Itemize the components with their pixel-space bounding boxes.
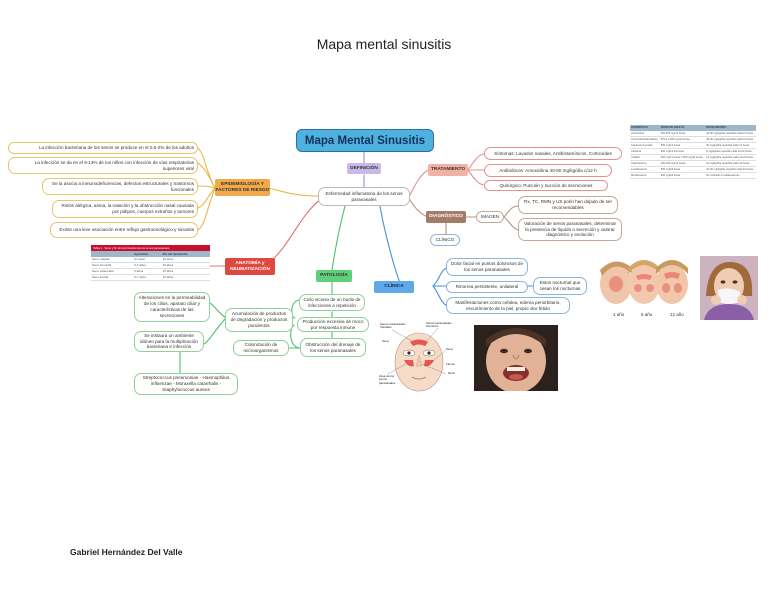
- diagram-label: Senos paranasales inferiores: [426, 322, 452, 329]
- anatomy-table: Aparición Fin del desarrollo Seno maxila…: [91, 251, 210, 281]
- patologia-left-2: Se instaura un ambiente idóneo para la m…: [134, 331, 204, 352]
- patologia-branch-1: Acumulación de productos de degradación …: [225, 308, 293, 332]
- diagram-label: Seno: [382, 339, 390, 343]
- diagram-label: Nariz: [448, 371, 456, 375]
- clinica-item-1: Dolor facial en puntos dolorosos de los …: [446, 258, 528, 276]
- author-name: Gabriel Hernández Del Valle: [70, 547, 183, 557]
- sinus-anatomy-diagram: Senos paranasales frontales Senos parana…: [378, 322, 460, 392]
- tag-epidemiologia: EPIDEMIOLOGÍA Y FACTORES DE RIESGO: [215, 179, 270, 196]
- epi-note-1: La infección bacteriana de los senos se …: [8, 142, 198, 154]
- epi-note-3: Se la asocia a inmunodeficiencias, defec…: [42, 178, 198, 195]
- epi-note-5: Existe una leve asociación entre reflujo…: [50, 222, 198, 238]
- girl-tissue-photo: [700, 256, 758, 320]
- tratamiento-item-3: Quirúrgico: Punción y succión de secreci…: [484, 180, 608, 191]
- central-topic: Mapa Mental Sinusitis: [296, 129, 434, 152]
- antibiotic-table: ANTIBIÓTICO DOSIS DE ADULTO DOSIS INFANT…: [630, 125, 756, 179]
- patologia-item-3: Obstrucción del drenaje de los senos par…: [300, 338, 366, 357]
- tag-tratamiento: TRATAMIENTO: [428, 164, 468, 176]
- patologia-item-1: Ciclo vicioso de un bucle de infecciones…: [299, 294, 365, 311]
- clinica-item-2: Rinorrea persistente, unilateral: [446, 281, 528, 293]
- diagram-label: Seno: [446, 347, 454, 351]
- tag-anatomia: ANATOMÍA y NEUMATIZACIÓN: [225, 258, 275, 275]
- epi-note-4: Rinitis alérgica, asma, la natación y la…: [52, 200, 198, 218]
- definition-text: Enfermedad inflamatoria de los senos par…: [318, 187, 410, 206]
- diagnostico-clinico: CLÍNICO: [430, 234, 460, 246]
- page-title: Mapa mental sinusitis: [316, 36, 452, 52]
- patologia-item-2: Producción excesiva de moco por respuest…: [297, 317, 369, 332]
- child-photo: [474, 325, 558, 391]
- diagram-label: Senos paranasales frontales: [380, 322, 406, 330]
- patologia-left-3: Streptococcus pneumoniae - Haemophilus i…: [134, 373, 238, 395]
- patologia-branch-2: Colonización de microorganismos: [233, 340, 289, 356]
- diagram-label: Flema: [446, 362, 455, 366]
- age-label-3: 12 año: [670, 312, 684, 317]
- tag-definicion: DEFINICIÓN: [347, 163, 381, 174]
- patologia-left-1: Alteraciones en la permeabilidad de los …: [134, 292, 210, 322]
- diagnostico-item-1: Rx, TC, RMN y US porin han dejado de ser…: [518, 196, 618, 214]
- tag-patologia: PATOLOGÍA: [316, 270, 352, 282]
- tratamiento-item-2: Antibióticos: Amoxicilina 40-80 mg/kg/dí…: [484, 164, 612, 177]
- diagnostico-item-2: Valoración de senos paranasales, determi…: [518, 218, 622, 241]
- sinus-faces-photo: [598, 258, 690, 308]
- diagnostico-imagen: IMAGEN: [476, 211, 504, 223]
- tratamiento-item-1: Síntomas: Lavados nasales, Antihistamíni…: [484, 147, 622, 160]
- epi-note-2: La infección se da en el 6-13% de los ni…: [8, 157, 198, 174]
- clinica-sub: Estos nocturnal que cesan los nocturnas: [533, 277, 587, 295]
- anatomy-table-caption: Tabla 1 · Seno y fin de la formación de …: [91, 245, 210, 251]
- age-label-1: 1 año: [613, 312, 625, 317]
- diagram-label: Área de los senos paranasales: [379, 374, 396, 385]
- tag-clinica: CLÍNICA: [374, 281, 414, 293]
- tag-diagnostico: DIAGNÓSTICO: [426, 211, 466, 223]
- age-label-2: 5 año: [641, 312, 653, 317]
- clinica-item-3: Manifestaciones como cefalea, edema peri…: [446, 297, 570, 314]
